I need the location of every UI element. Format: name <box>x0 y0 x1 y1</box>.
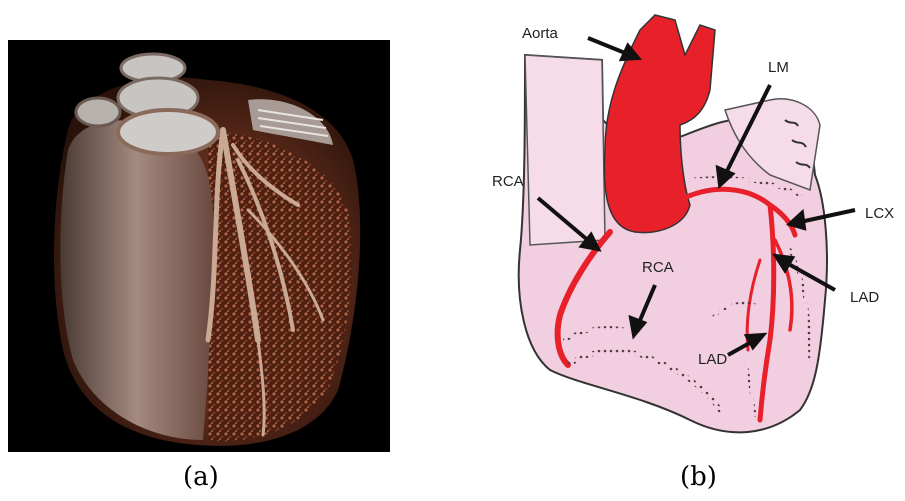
label-lad-right: LAD <box>850 289 879 306</box>
vena-cava <box>525 55 605 245</box>
vessel-cut-4 <box>76 98 120 126</box>
caption-b: (b) <box>680 462 717 492</box>
label-lad-lower: LAD <box>698 351 727 368</box>
label-lm: LM <box>768 59 789 76</box>
ct-heart-rendering <box>8 40 390 452</box>
label-aorta: Aorta <box>522 25 559 42</box>
caption-a: (a) <box>183 462 219 492</box>
vessel-cut-3 <box>118 110 218 154</box>
label-lcx: LCX <box>865 205 894 222</box>
coronary-schematic: Aorta LM RCA RCA LCX LAD LAD <box>470 0 905 465</box>
label-rca-upper: RCA <box>492 173 524 190</box>
label-rca-lower: RCA <box>642 259 674 276</box>
